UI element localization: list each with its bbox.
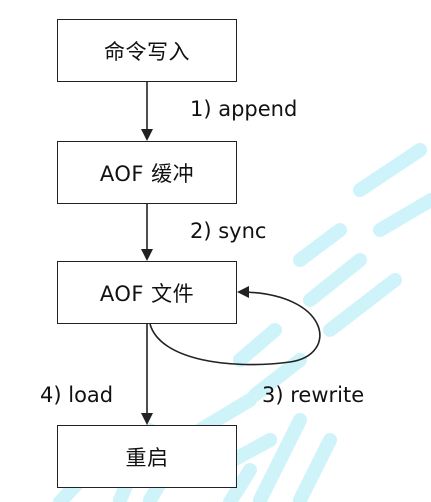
node-restart: 重启	[57, 425, 237, 488]
edge-append-label: 1) append	[190, 97, 298, 121]
edge-load-label: 4) load	[40, 383, 114, 407]
edge-rewrite-curve	[149, 286, 321, 366]
node-command-write-label: 命令写入	[104, 39, 190, 64]
node-aof-file-label: AOF 文件	[99, 281, 195, 306]
edge-sync-label: 2) sync	[190, 219, 267, 243]
node-aof-buffer-label: AOF 缓冲	[99, 161, 195, 186]
node-restart-label: 重启	[125, 445, 169, 470]
edge-rewrite-label: 3) rewrite	[262, 383, 365, 407]
node-aof-file: AOF 文件	[57, 261, 237, 324]
node-command-write: 命令写入	[57, 19, 237, 82]
node-aof-buffer: AOF 缓冲	[57, 141, 237, 204]
